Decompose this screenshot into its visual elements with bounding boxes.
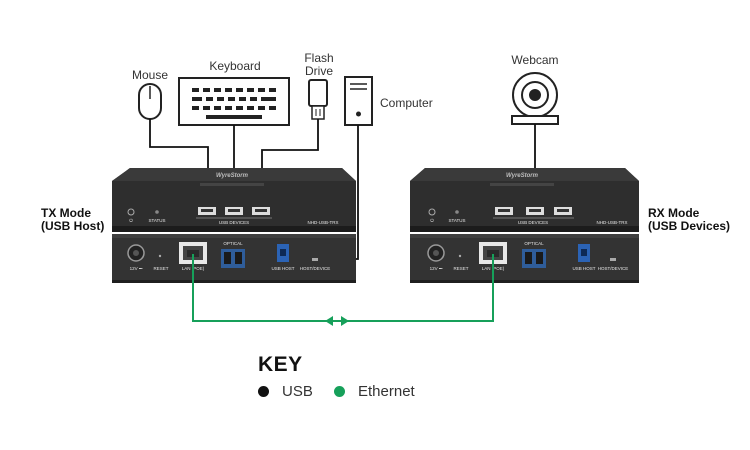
svg-text:OPTICAL: OPTICAL	[524, 241, 544, 246]
svg-text:⏻: ⏻	[129, 218, 133, 223]
keyboard-icon	[178, 77, 290, 126]
tx-mode-title: TX Mode	[41, 206, 91, 220]
svg-text:12V ⎓: 12V ⎓	[130, 266, 143, 271]
tx-unit: WyreStorm ⏻ STATUS USB DEVICES NHD-USB-T…	[112, 168, 356, 283]
rx-mode-title: RX Mode	[648, 206, 700, 220]
svg-text:RESET: RESET	[153, 266, 168, 271]
svg-text:WyreStorm: WyreStorm	[216, 173, 249, 179]
tx-mode-subtitle: (USB Host)	[41, 219, 105, 233]
key-item-ethernet: Ethernet	[334, 383, 415, 400]
key-item-ethernet-label: Ethernet	[358, 383, 415, 400]
svg-text:⏻: ⏻	[430, 218, 434, 223]
tx-mode-label: TX Mode (USB Host)	[41, 207, 104, 233]
mouse-label: Mouse	[131, 68, 169, 82]
svg-text:RESET: RESET	[453, 266, 468, 271]
mouse-icon	[138, 83, 162, 120]
key-title: KEY	[258, 353, 303, 376]
svg-text:12V ⎓: 12V ⎓	[430, 266, 443, 271]
key-item-usb: USB	[258, 383, 313, 400]
svg-text:STATUS: STATUS	[448, 218, 465, 223]
svg-text:HOST/DEVICE: HOST/DEVICE	[300, 266, 331, 271]
svg-text:USB DEVICES: USB DEVICES	[518, 220, 548, 225]
computer-icon	[344, 76, 373, 126]
flash-drive-label: Flash Drive	[304, 51, 334, 78]
svg-text:HOST/DEVICE: HOST/DEVICE	[598, 266, 629, 271]
computer-label: Computer	[380, 96, 433, 110]
flash-drive-icon	[308, 79, 328, 120]
webcam-label: Webcam	[511, 53, 559, 67]
svg-text:STATUS: STATUS	[148, 218, 165, 223]
svg-text:OPTICAL: OPTICAL	[223, 241, 243, 246]
usb-dot-icon	[258, 386, 269, 397]
svg-text:NHD-USB-TRX: NHD-USB-TRX	[308, 220, 339, 225]
key-item-usb-label: USB	[282, 383, 313, 400]
webcam-icon	[511, 72, 559, 125]
keyboard-label: Keyboard	[209, 59, 261, 73]
bidirectional-arrow-icon	[325, 316, 349, 326]
ethernet-dot-icon	[334, 386, 345, 397]
rx-mode-label: RX Mode (USB Devices)	[648, 207, 730, 233]
rx-unit: WyreStorm ⏻ STATUS USB DEVICES NHD-USB-T…	[410, 168, 639, 283]
svg-text:USB HOST: USB HOST	[572, 266, 595, 271]
svg-text:WyreStorm: WyreStorm	[506, 173, 539, 179]
svg-text:USB HOST: USB HOST	[271, 266, 294, 271]
svg-text:NHD-USB-TRX: NHD-USB-TRX	[597, 220, 628, 225]
svg-text:USB DEVICES: USB DEVICES	[219, 220, 249, 225]
rx-mode-subtitle: (USB Devices)	[648, 219, 731, 233]
